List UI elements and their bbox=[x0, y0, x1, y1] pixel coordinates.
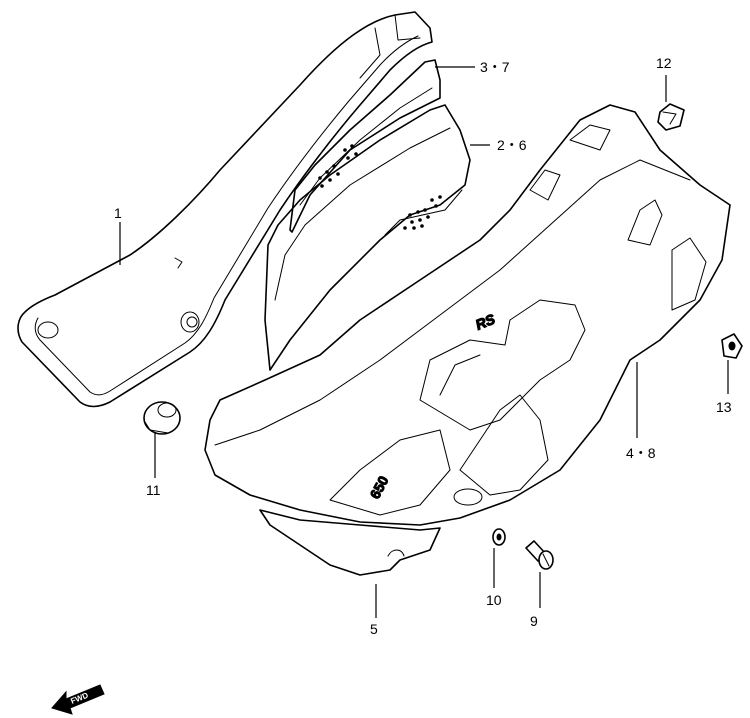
part-3-7-panel[interactable] bbox=[289, 59, 441, 233]
callout-labels: 1 2・6 3・7 4・8 5 9 10 11 12 13 bbox=[114, 55, 732, 637]
part-11-grommet[interactable] bbox=[143, 401, 181, 435]
part-10-washer[interactable] bbox=[492, 528, 506, 546]
forward-arrow-icon: FWD bbox=[51, 684, 105, 715]
callout-2-6: 2・6 bbox=[497, 137, 527, 153]
model-650-decal: 650 bbox=[367, 473, 392, 501]
callout-3-7: 3・7 bbox=[480, 59, 510, 75]
dots-pattern-a bbox=[403, 195, 442, 230]
callout-9: 9 bbox=[530, 613, 538, 629]
callout-1: 1 bbox=[114, 205, 122, 221]
leader-lines bbox=[119, 66, 729, 618]
callout-4-8: 4・8 bbox=[626, 445, 656, 461]
part-12-grommet[interactable] bbox=[657, 103, 685, 131]
callout-11: 11 bbox=[146, 482, 161, 498]
part-1-frame-cover[interactable] bbox=[17, 11, 433, 408]
callout-5: 5 bbox=[370, 621, 378, 637]
callout-12: 12 bbox=[656, 55, 672, 71]
callout-13: 13 bbox=[716, 399, 732, 415]
dots-pattern-b bbox=[318, 144, 358, 188]
part-4-8-side-cover[interactable]: RS 650 bbox=[204, 104, 731, 526]
rs-decal-logo: RS bbox=[473, 310, 498, 332]
part-13-nut[interactable] bbox=[721, 333, 743, 359]
part-2-6-panel[interactable] bbox=[264, 104, 471, 371]
callout-10: 10 bbox=[486, 592, 502, 608]
part-9-screw[interactable] bbox=[525, 540, 554, 570]
part-5-lower-cover[interactable] bbox=[259, 509, 441, 576]
